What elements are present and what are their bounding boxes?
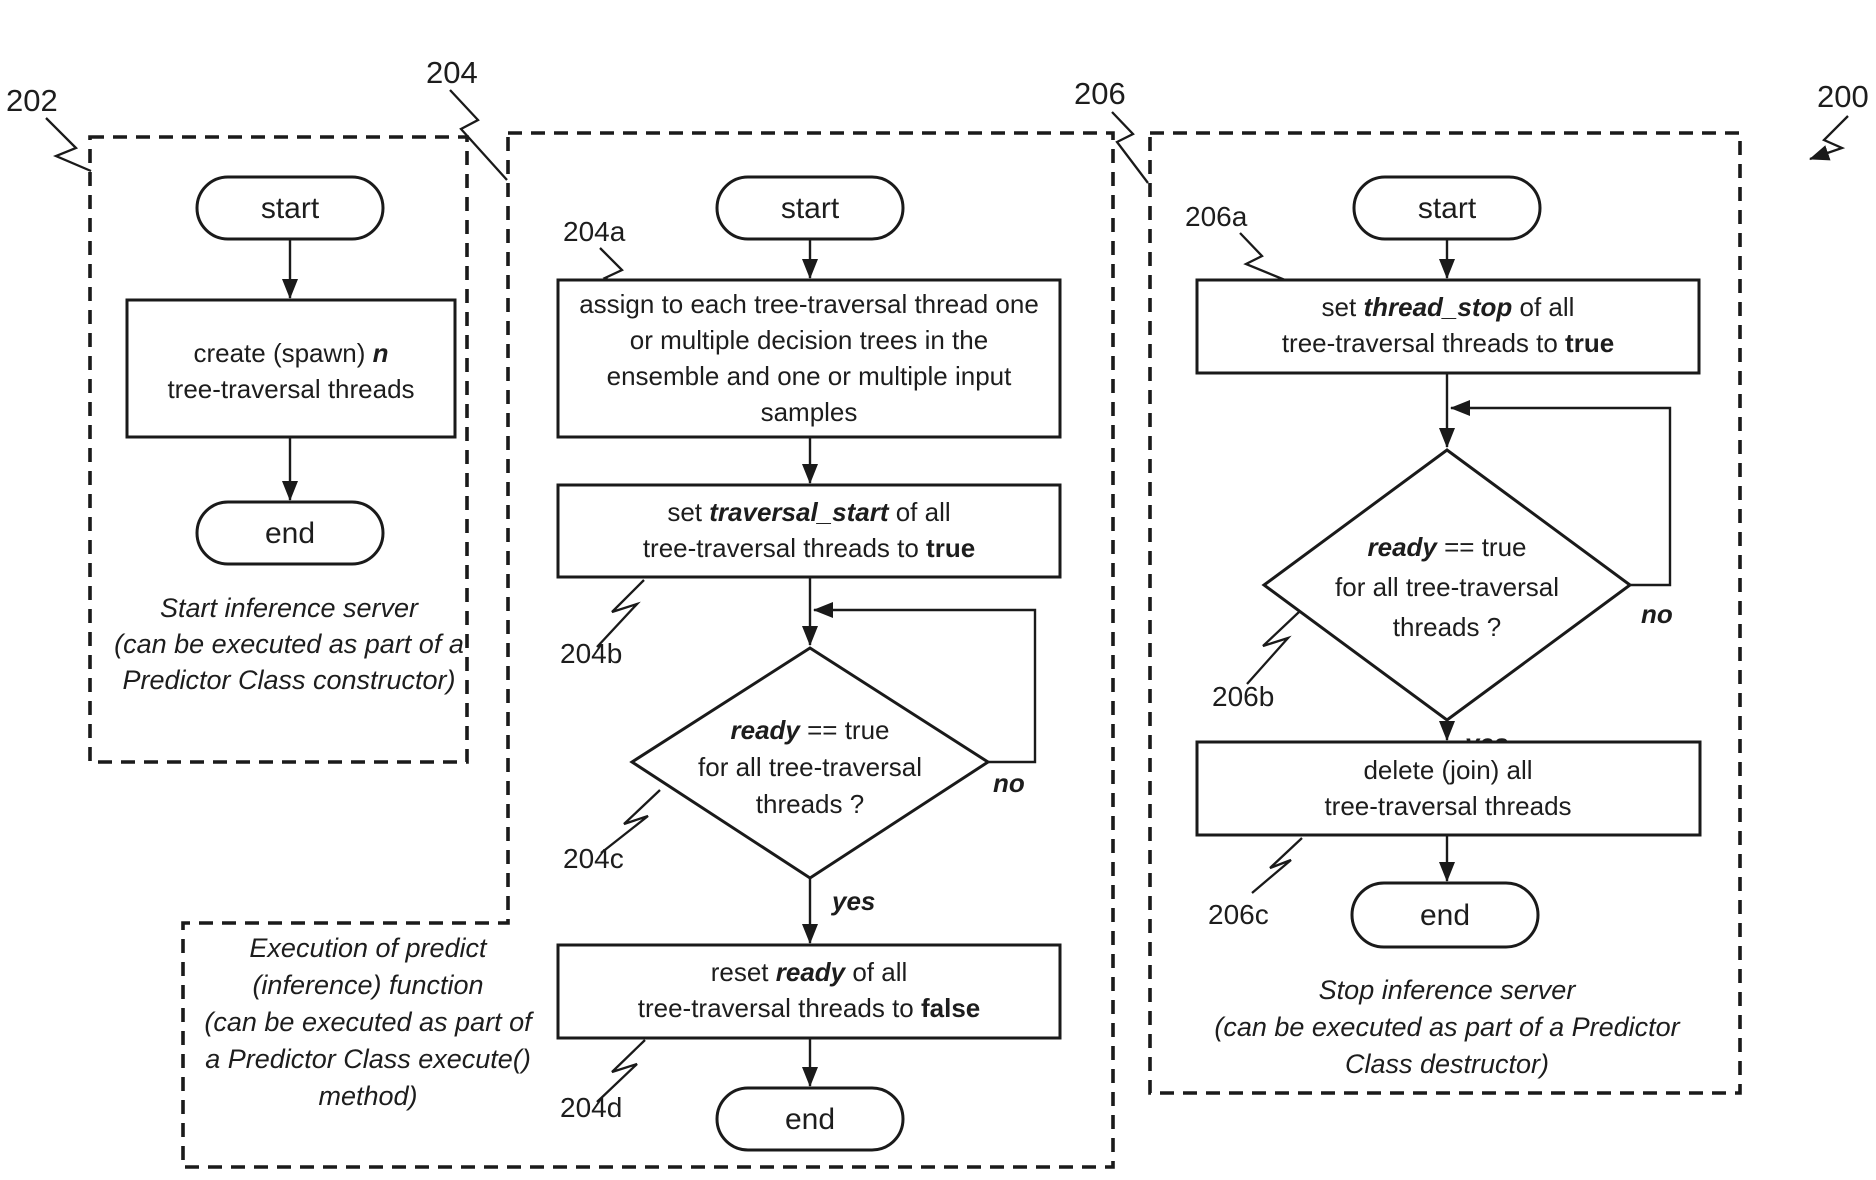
panel-202-boundary bbox=[88, 135, 469, 764]
end-terminal-202-label: end bbox=[265, 517, 315, 550]
start-terminal-202-label: start bbox=[261, 192, 320, 225]
caption-204: Execution of predict (inference) functio… bbox=[204, 933, 534, 1111]
no-label-204: no bbox=[993, 768, 1025, 798]
start-terminal-204-label: start bbox=[781, 192, 840, 225]
caption-204-line5: method) bbox=[318, 1081, 417, 1111]
end-terminal-206-label: end bbox=[1420, 899, 1470, 932]
leader-line-206b bbox=[1246, 611, 1300, 685]
end-terminal-204-label: end bbox=[785, 1103, 835, 1136]
ref-label-206: 206 bbox=[1074, 76, 1126, 111]
process-box-set-traversal-start-line2: tree-traversal threads to true bbox=[643, 533, 975, 563]
caption-202: Start inference server (can be executed … bbox=[114, 593, 464, 695]
process-box-reset-ready-line2: tree-traversal threads to false bbox=[638, 993, 981, 1023]
leader-line-204b bbox=[596, 579, 645, 648]
caption-202-line3: Predictor Class constructor) bbox=[122, 665, 455, 695]
process-box-assign-trees bbox=[556, 278, 1062, 439]
process-box-delete-threads-line2: tree-traversal threads bbox=[1324, 791, 1571, 821]
panel-204-boundary bbox=[181, 131, 1115, 1169]
no-label-206: no bbox=[1641, 599, 1673, 629]
caption-206-line1: Stop inference server bbox=[1319, 975, 1577, 1005]
leader-line-204c bbox=[600, 789, 661, 854]
step-label-206a: 206a bbox=[1185, 201, 1248, 232]
step-label-204c: 204c bbox=[563, 843, 624, 874]
caption-206-line2: (can be executed as part of a Predictor bbox=[1214, 1012, 1680, 1042]
process-box-assign-trees-line1: assign to each tree-traversal thread one bbox=[579, 289, 1039, 319]
decision-206-line3: threads ? bbox=[1393, 612, 1501, 642]
loop-back-path-204-no bbox=[813, 602, 1037, 764]
ref-label-202: 202 bbox=[6, 83, 58, 118]
process-box-assign-trees-line2: or multiple decision trees in the bbox=[630, 325, 988, 355]
process-box-create-threads-line1: create (spawn) n bbox=[193, 338, 388, 368]
process-box-set-thread-stop bbox=[1195, 278, 1701, 375]
caption-204-line2: (inference) function bbox=[252, 970, 483, 1000]
leader-arrow-200 bbox=[1809, 115, 1849, 161]
process-box-reset-ready bbox=[556, 943, 1062, 1040]
ref-label-204: 204 bbox=[426, 55, 478, 90]
decision-204-line3: threads ? bbox=[756, 789, 864, 819]
caption-202-line2: (can be executed as part of a bbox=[114, 629, 464, 659]
step-label-204d: 204d bbox=[560, 1092, 622, 1123]
process-box-create-threads bbox=[125, 298, 457, 439]
caption-204-line3: (can be executed as part of bbox=[204, 1007, 534, 1037]
process-box-delete-threads bbox=[1195, 740, 1702, 837]
decision-204-line1: ready == true bbox=[730, 715, 889, 745]
end-terminal-206 bbox=[1350, 881, 1540, 949]
step-label-204a: 204a bbox=[563, 216, 626, 247]
leader-line-206 bbox=[1111, 111, 1149, 184]
leader-line-206c bbox=[1251, 837, 1303, 894]
leader-line-206a bbox=[1239, 232, 1286, 282]
decision-206-line2: for all tree-traversal bbox=[1335, 572, 1559, 602]
ref-label-200: 200 bbox=[1817, 79, 1869, 114]
decision-204-line2: for all tree-traversal bbox=[698, 752, 922, 782]
caption-206-line3: Class destructor) bbox=[1345, 1049, 1549, 1079]
process-box-delete-threads-line1: delete (join) all bbox=[1363, 755, 1532, 785]
leader-line-202 bbox=[45, 117, 92, 173]
process-box-create-threads-line2: tree-traversal threads bbox=[167, 374, 414, 404]
process-box-assign-trees-line4: samples bbox=[761, 397, 858, 427]
leader-line-204d bbox=[596, 1039, 646, 1103]
process-box-assign-trees-line3: ensemble and one or multiple input bbox=[607, 361, 1012, 391]
leader-line-204 bbox=[449, 89, 508, 181]
start-terminal-206-label: start bbox=[1418, 192, 1477, 225]
step-label-206b: 206b bbox=[1212, 681, 1274, 712]
process-box-reset-ready-line1: reset ready of all bbox=[711, 957, 908, 987]
process-box-set-traversal-start-line1: set traversal_start of all bbox=[667, 497, 950, 527]
process-box-set-thread-stop-line2: tree-traversal threads to true bbox=[1282, 328, 1614, 358]
step-label-206c: 206c bbox=[1208, 899, 1269, 930]
process-box-set-thread-stop-line1: set thread_stop of all bbox=[1322, 292, 1575, 322]
end-terminal-204 bbox=[715, 1086, 905, 1152]
loop-back-path-206-no bbox=[1450, 400, 1672, 587]
caption-206: Stop inference server (can be executed a… bbox=[1214, 975, 1680, 1079]
end-terminal-202 bbox=[195, 500, 385, 566]
caption-204-line1: Execution of predict bbox=[249, 933, 488, 963]
step-label-204b: 204b bbox=[560, 638, 622, 669]
caption-204-line4: a Predictor Class execute() bbox=[205, 1044, 531, 1074]
panel-206-boundary bbox=[1148, 131, 1742, 1095]
caption-202-line1: Start inference server bbox=[160, 593, 419, 623]
decision-206-line1: ready == true bbox=[1367, 532, 1526, 562]
yes-label-204: yes bbox=[830, 886, 875, 916]
